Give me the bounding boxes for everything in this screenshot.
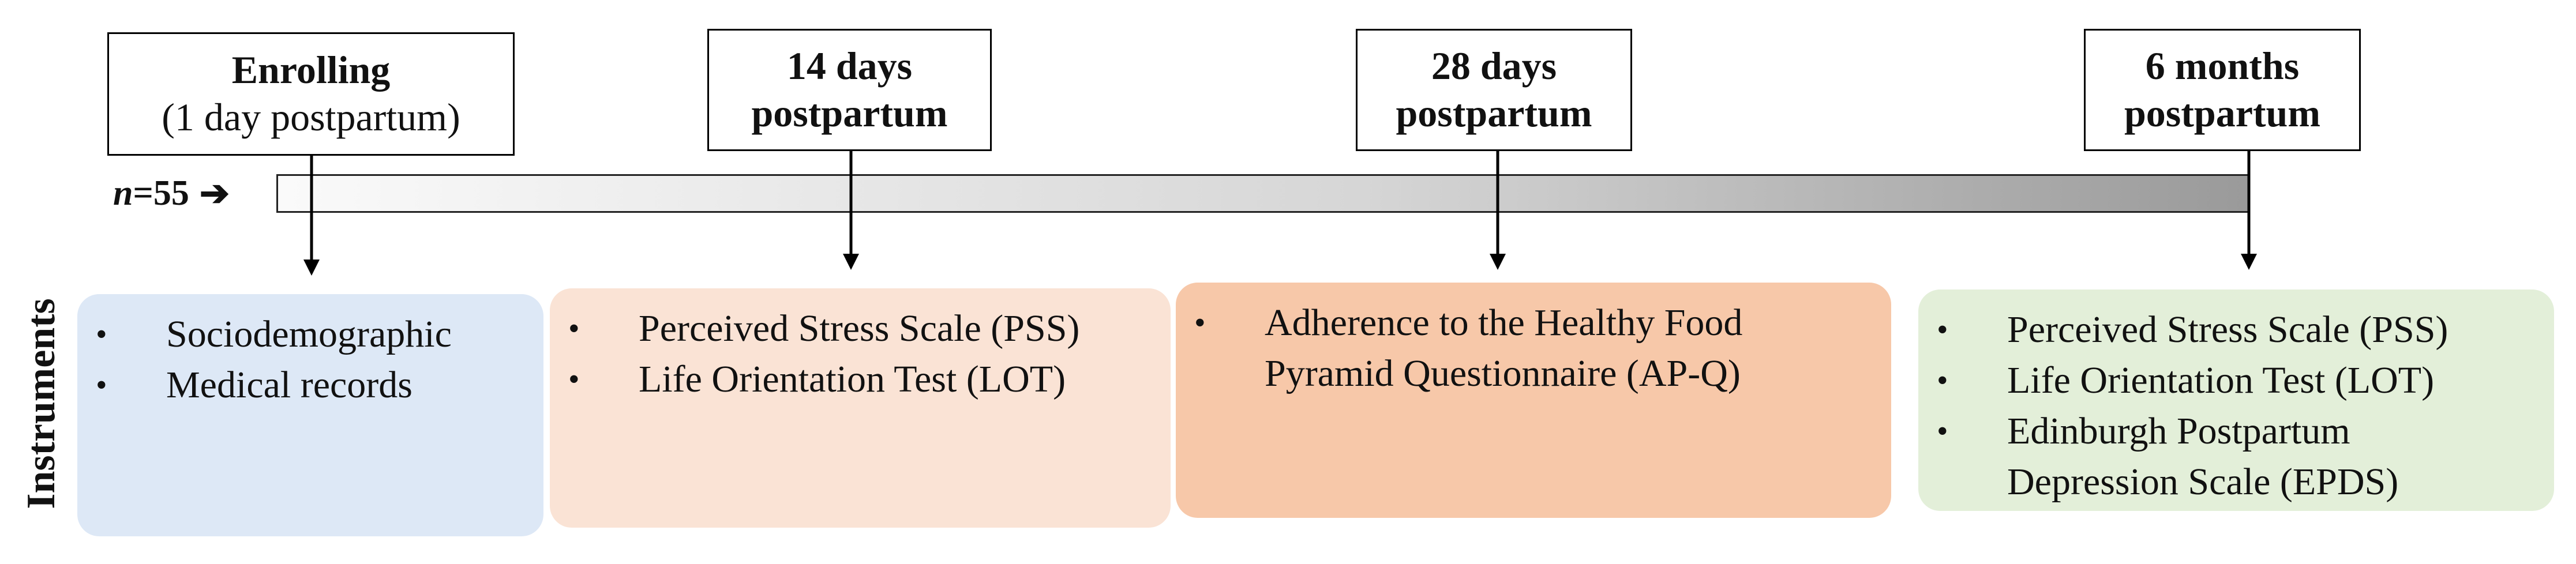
cohort-size-label: n=55 ➔ [113,167,230,219]
list-item: • Perceived Stress Scale (PSS) [1918,304,2554,355]
instrument-name-line: Edinburgh Postpartum [2007,410,2350,452]
milestone-subtitle: postpartum [751,91,948,135]
instrument-name-line: Depression Scale (EPDS) [2007,461,2399,503]
instrument-name: Life Orientation Test (LOT) [639,358,1066,400]
bullet-icon: • [1937,413,1948,449]
bullet-icon: • [96,367,107,403]
instrument-name-line: Pyramid Questionnaire (AP-Q) [1265,352,1741,394]
instrument-box-28-days: • Adherence to the Healthy Food Pyramid … [1176,283,1891,518]
instrument-name: Medical records [166,364,413,406]
list-item: • Medical records [77,360,543,411]
list-item: • Life Orientation Test (LOT) [550,354,1171,405]
instrument-list: • Sociodemographic • Medical records [77,309,543,411]
sample-size-value: =55 [133,173,189,213]
instrument-name: Perceived Stress Scale (PSS) [2007,309,2448,351]
milestone-title: Enrolling [231,48,391,92]
milestone-subtitle: postpartum [1396,91,1592,135]
milestone-title: 6 months [2145,44,2300,88]
right-arrow-icon: ➔ [199,174,230,213]
list-item: • Life Orientation Test (LOT) [1918,355,2554,406]
instrument-name-line: Adherence to the Healthy Food [1265,302,1743,344]
milestone-subtitle: (1 day postpartum) [162,95,460,139]
instrument-list: • Perceived Stress Scale (PSS) • Life Or… [550,303,1171,405]
milestone-title: 28 days [1431,44,1557,88]
milestone-6-months: 6 months postpartum [2084,29,2361,151]
bullet-icon: • [1194,305,1206,341]
connector-arrow-28-days [1490,150,1506,270]
list-item: • Perceived Stress Scale (PSS) [550,303,1171,354]
list-item: • Adherence to the Healthy Food Pyramid … [1176,298,1891,399]
connector-arrow-6-months [2241,150,2257,270]
instrument-name: Life Orientation Test (LOT) [2007,359,2435,401]
list-item: • Edinburgh Postpartum Depression Scale … [1918,406,2554,507]
instruments-axis-label: Instruments [19,298,63,509]
instrument-name: Sociodemographic [166,313,452,355]
sample-size-variable: n [113,173,133,213]
bullet-icon: • [568,362,580,397]
bullet-icon: • [1937,363,1948,398]
milestone-subtitle: postpartum [2124,91,2321,135]
bullet-icon: • [96,317,107,352]
instrument-list: • Adherence to the Healthy Food Pyramid … [1176,298,1891,399]
instrument-box-enrolling: • Sociodemographic • Medical records [77,294,543,536]
milestone-enrolling: Enrolling (1 day postpartum) [107,32,515,156]
bullet-icon: • [568,311,580,347]
instrument-box-14-days: • Perceived Stress Scale (PSS) • Life Or… [550,288,1171,528]
milestone-title: 14 days [786,44,913,88]
list-item: • Sociodemographic [77,309,543,360]
connector-arrow-14-days [843,150,859,270]
milestone-14-days: 14 days postpartum [707,29,992,151]
timeline-bar [276,174,2249,213]
bullet-icon: • [1937,312,1948,348]
instrument-list: • Perceived Stress Scale (PSS) • Life Or… [1918,304,2554,507]
instrument-name: Perceived Stress Scale (PSS) [639,307,1080,349]
connector-arrow-enrolling [303,155,320,276]
instrument-box-6-months: • Perceived Stress Scale (PSS) • Life Or… [1918,289,2554,511]
milestone-28-days: 28 days postpartum [1356,29,1632,151]
